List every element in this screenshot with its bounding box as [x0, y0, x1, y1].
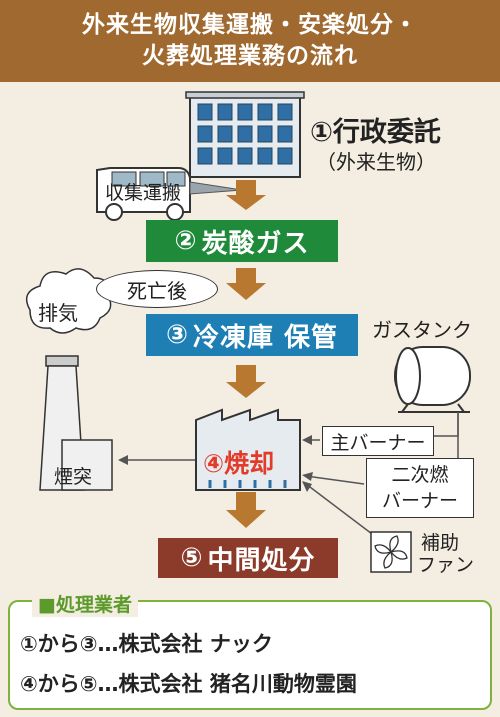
step1-label: ①行政委託 [310, 110, 441, 149]
chimney-icon [39, 355, 113, 491]
step4-label: ④焼却 [203, 444, 274, 480]
chimney-label: 煙突 [54, 466, 93, 488]
flow-arrows [226, 180, 266, 528]
step1-number: ① [310, 117, 333, 148]
aux-fan-line-1: 補助 [421, 532, 460, 554]
step3-text: 冷凍庫 保管 [192, 322, 339, 353]
operator-line-2: ④から⑤…株式会社 猪名川動物霊園 [20, 672, 357, 696]
operators-panel: ①から③…株式会社 ナック ④から⑤…株式会社 猪名川動物霊園 ■処理業者 [8, 590, 492, 710]
main-burner-label: 主バーナー [322, 426, 434, 456]
title-line-1: 外来生物収集運搬・安楽処分・ [82, 12, 418, 38]
gas-tank-label: ガスタンク [372, 318, 472, 342]
fan-icon [370, 531, 412, 573]
office-building-icon [185, 91, 305, 178]
step4-text: 焼却 [224, 449, 275, 478]
step5-number: ⑤ [180, 543, 204, 573]
operators-title: ■処理業者 [32, 590, 138, 617]
secondary-burner-line-1: 二次燃 [391, 464, 449, 486]
secondary-burner-line-2: バーナー [381, 490, 458, 512]
step5-text: 中間処分 [207, 545, 316, 576]
step1-sub: （外来生物） [316, 150, 436, 174]
step1-text: 行政委託 [332, 117, 441, 148]
gas-tank-icon [394, 346, 471, 413]
secondary-burner-label: 二次燃 バーナー [366, 458, 474, 518]
step4-number: ④ [203, 449, 225, 478]
aux-fan-line-2: ファン [417, 554, 475, 576]
operators-frame: ①から③…株式会社 ナック ④から⑤…株式会社 猪名川動物霊園 [8, 600, 492, 710]
incinerator-icon [195, 408, 301, 491]
operator-line-1: ①から③…株式会社 ナック [20, 632, 273, 656]
step2-number: ② [174, 226, 198, 256]
aux-fan-label: 補助 ファン [417, 532, 474, 576]
step2-text: 炭酸ガス [201, 228, 310, 259]
after-death-bubble: 死亡後 [96, 270, 218, 308]
title-banner: 外来生物収集運搬・安楽処分・ 火葬処理業務の流れ [0, 0, 500, 82]
truck-icon [96, 167, 191, 221]
step3-number: ③ [165, 320, 189, 350]
exhaust-label: 排気 [38, 301, 78, 325]
truck-label: 収集運搬 [104, 181, 181, 204]
title-line-2: 火葬処理業務の流れ [142, 43, 358, 69]
